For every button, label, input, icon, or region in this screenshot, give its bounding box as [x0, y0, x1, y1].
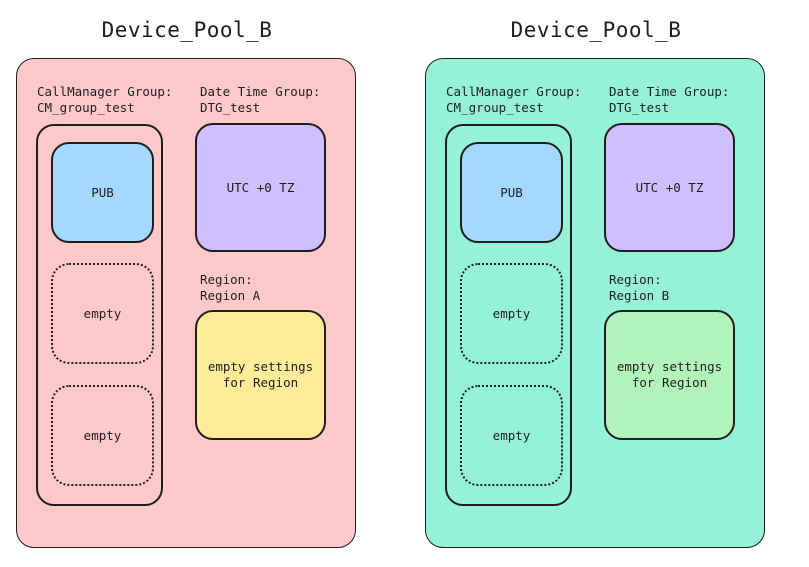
device-pool-right: Device_Pool_B CallManager Group: CM_grou… [425, 0, 767, 567]
empty-slot-node[interactable]: empty [460, 385, 563, 486]
region-label: Region: Region B [609, 272, 670, 303]
device-pool-left: Device_Pool_B CallManager Group: CM_grou… [16, 0, 358, 567]
callmanager-group-frame [36, 124, 163, 506]
callmanager-group-label: CallManager Group: CM_group_test [37, 84, 173, 115]
device-pool-title: Device_Pool_B [101, 18, 273, 42]
region-label: Region: Region A [200, 272, 261, 303]
region-settings-node[interactable]: empty settings for Region [604, 310, 735, 440]
callmanager-group-label: CallManager Group: CM_group_test [446, 84, 582, 115]
date-time-group-node[interactable]: UTC +0 TZ [604, 123, 735, 252]
empty-slot-node[interactable]: empty [51, 385, 154, 486]
empty-slot-node[interactable]: empty [51, 263, 154, 364]
date-time-group-node[interactable]: UTC +0 TZ [195, 123, 326, 252]
date-time-group-label: Date Time Group: DTG_test [609, 84, 730, 115]
device-pool-title: Device_Pool_B [510, 18, 682, 42]
region-settings-node[interactable]: empty settings for Region [195, 310, 326, 440]
pub-node[interactable]: PUB [51, 142, 154, 243]
date-time-group-label: Date Time Group: DTG_test [200, 84, 321, 115]
empty-slot-node[interactable]: empty [460, 263, 563, 364]
pub-node[interactable]: PUB [460, 142, 563, 243]
callmanager-group-frame [445, 124, 572, 506]
